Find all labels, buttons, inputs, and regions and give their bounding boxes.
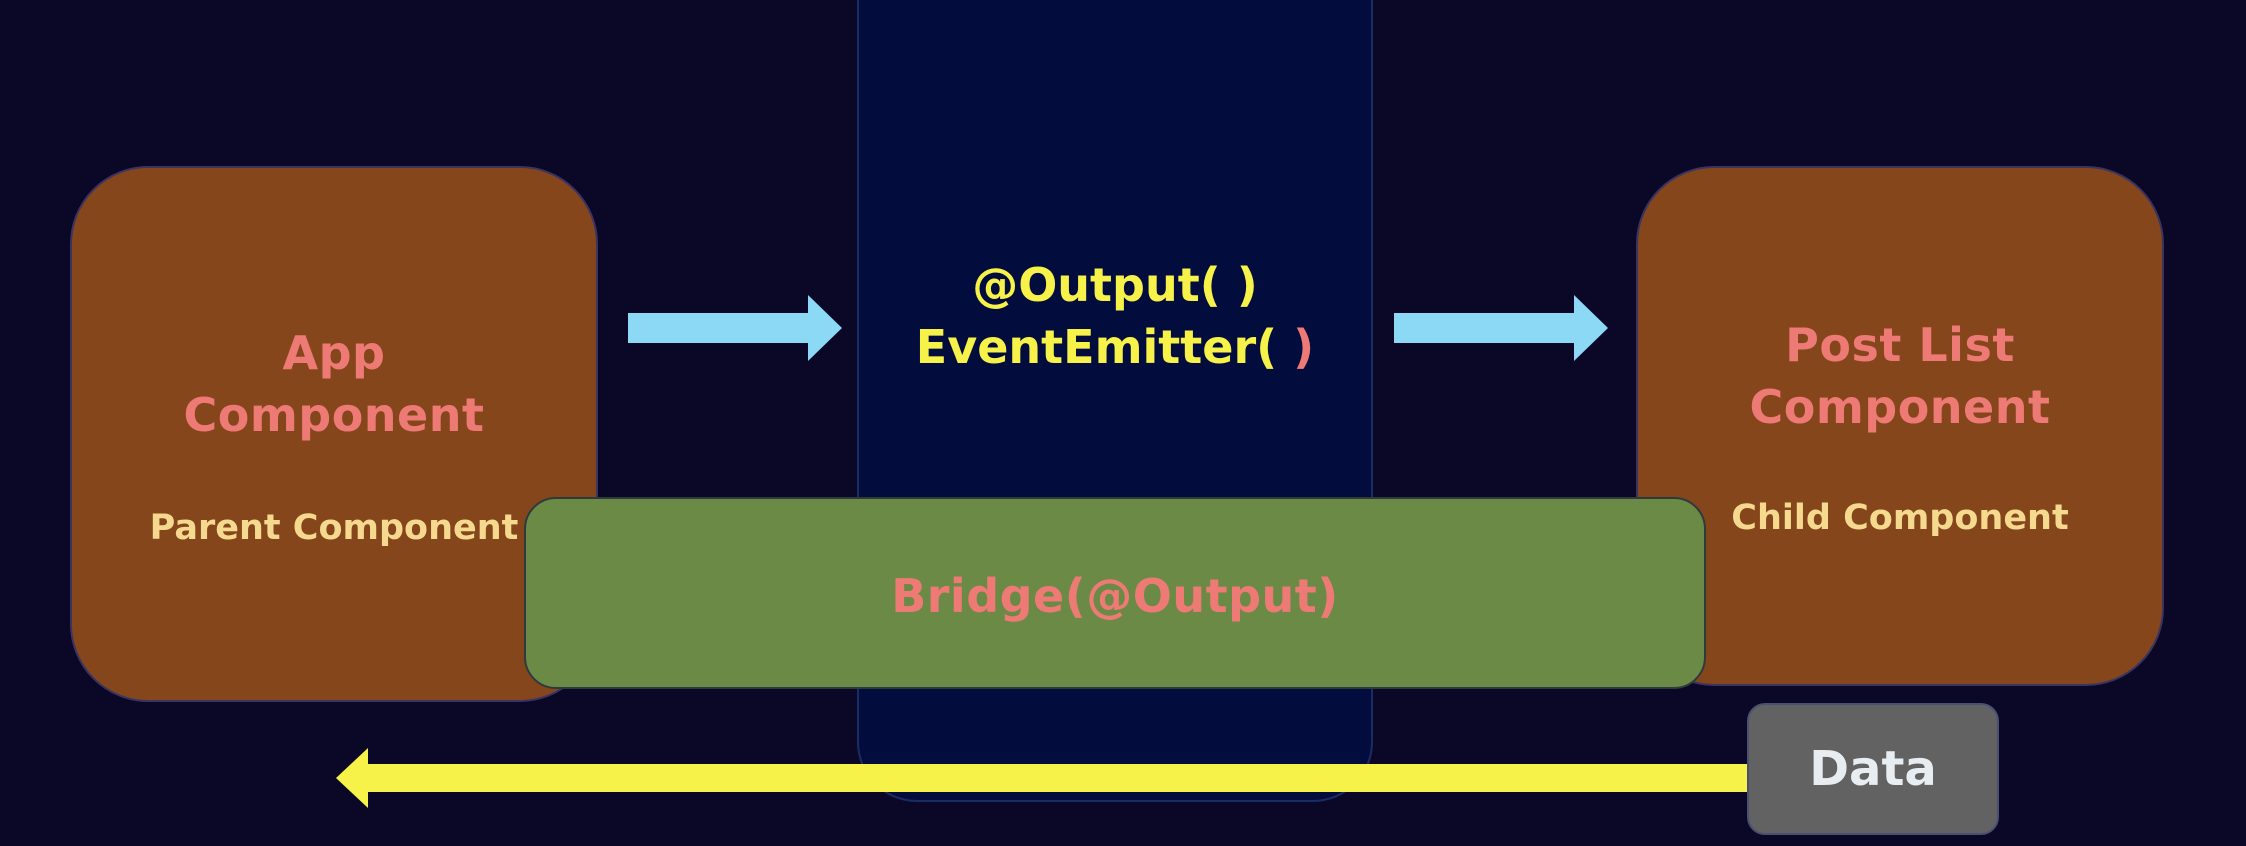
post-list-component-title: Post List Component — [1636, 314, 2164, 438]
parent-component-label: Parent Component — [149, 508, 519, 548]
child-component-label: Child Component — [1731, 498, 2069, 538]
app-component-title-line2: Component — [183, 388, 485, 442]
output-decorator-text: @Output( ) — [972, 258, 1258, 312]
bridge-box — [524, 497, 1706, 689]
data-box: Data — [1747, 703, 1999, 835]
app-component-title-line1: App — [282, 326, 386, 380]
arrow-right-icon — [1394, 295, 1608, 361]
output-eventemitter-text: @Output( ) EventEmitter( ) — [857, 254, 1373, 378]
app-component-title: App Component — [70, 322, 598, 446]
eventemitter-text-main: EventEmitter( — [915, 320, 1294, 374]
bridge-label: Bridge(@Output) — [891, 569, 1339, 623]
post-list-component-title-line1: Post List — [1785, 318, 2015, 372]
app-component-box — [70, 166, 598, 702]
arrow-left-icon — [336, 748, 1752, 808]
data-label: Data — [1809, 741, 1937, 797]
eventemitter-text: EventEmitter( ) — [857, 316, 1373, 378]
post-list-component-title-line2: Component — [1749, 380, 2051, 434]
post-list-component-box — [1636, 166, 2164, 686]
arrow-right-icon — [628, 295, 842, 361]
eventemitter-text-paren: ) — [1293, 320, 1315, 374]
